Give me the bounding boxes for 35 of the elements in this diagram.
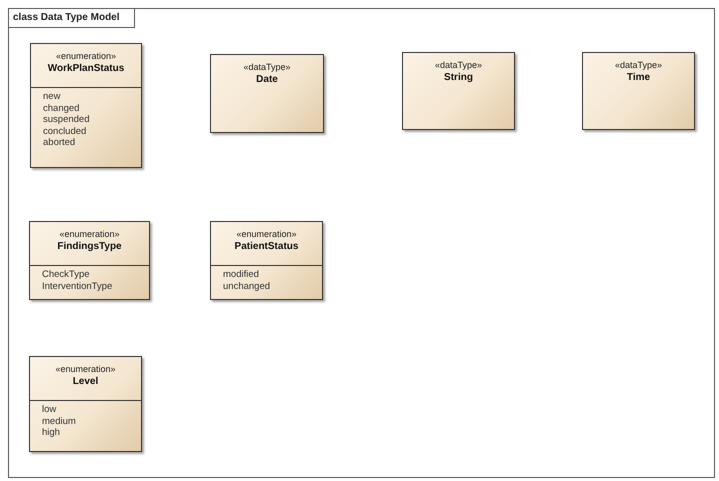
class-name: Time <box>626 72 650 84</box>
diagram-frame <box>8 8 715 478</box>
class-box <box>210 54 324 133</box>
class-name: PatientStatus <box>234 241 298 253</box>
enum-literal: low <box>42 404 56 416</box>
enum-literal: medium <box>42 416 76 427</box>
enum-literal: changed <box>43 102 80 114</box>
class-box <box>29 356 142 452</box>
enum-literal: InterventionType <box>42 280 112 292</box>
stereotype-label: «enumeration» <box>56 50 116 62</box>
class-name: WorkPlanStatus <box>48 63 124 75</box>
class-box <box>582 52 695 130</box>
enum-literal: aborted <box>43 137 76 148</box>
class-box <box>402 52 515 130</box>
class-name: Date <box>256 74 278 86</box>
stereotype-label: «enumeration» <box>59 228 120 240</box>
stereotype-label: «enumeration» <box>236 228 297 240</box>
stereotype-label: «dataType» <box>243 61 291 73</box>
frame-title: class Data Type Model <box>9 9 135 28</box>
stereotype-label: «dataType» <box>614 59 662 71</box>
enum-literal: new <box>43 91 60 102</box>
enum-literal: unchanged <box>223 280 270 292</box>
stereotype-label: «enumeration» <box>55 363 116 375</box>
enum-literal: modified <box>223 269 259 280</box>
enum-literal: CheckType <box>42 269 90 280</box>
class-name: Level <box>72 376 98 388</box>
class-box <box>210 221 323 300</box>
class-name: FindingsType <box>57 241 122 253</box>
stereotype-label: «dataType» <box>434 59 482 71</box>
class-box <box>29 221 150 300</box>
enum-literal: suspended <box>43 114 90 126</box>
enum-literal: high <box>42 427 60 438</box>
class-box <box>30 43 142 168</box>
class-name: String <box>444 72 473 84</box>
enum-literal: concluded <box>43 126 86 137</box>
